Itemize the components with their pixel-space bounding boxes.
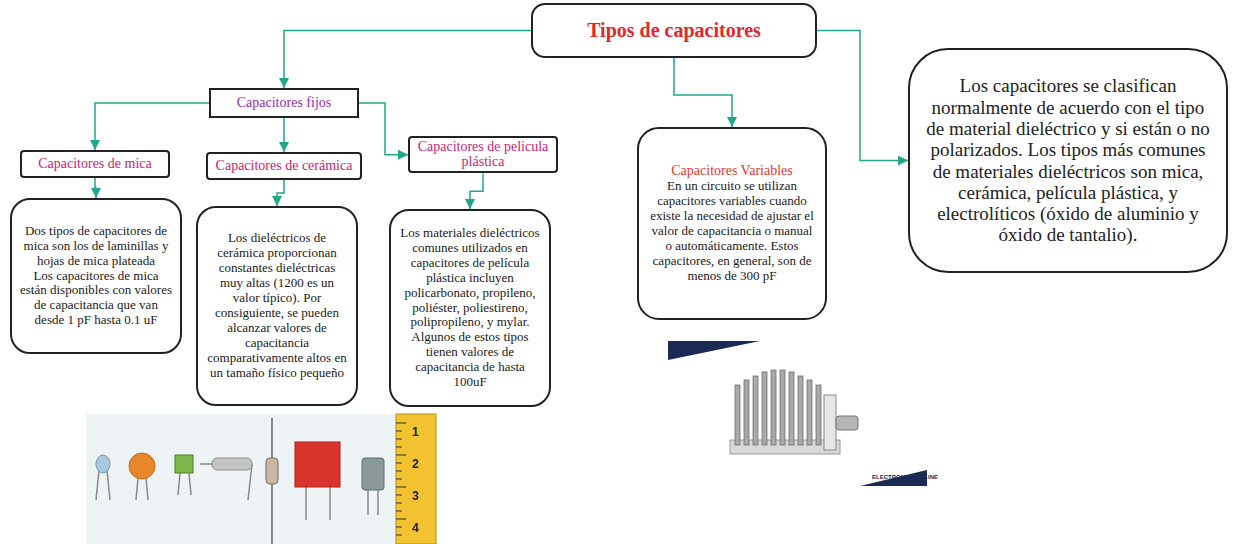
plate [807,380,812,445]
box-text: Tipos de capacitores [543,19,805,42]
box-text: Los capacitores de mica están disponible… [20,269,172,329]
variable-box: Capacitores VariablesEn un circuito se u… [637,127,827,320]
lead-wire [200,463,212,465]
description-box: Los dieléctricos de cerámica proporciona… [196,206,358,406]
plate [744,380,749,445]
lead-wire [189,473,191,495]
box-text: Capacitores fijos [217,95,351,111]
ruler-number: 3 [412,489,419,503]
plate [771,370,776,445]
ruler-number: 2 [412,457,419,471]
ruler-ticks [396,423,406,535]
lead-wire [96,470,99,500]
lead-wire [305,487,307,520]
connector-arrow [95,178,96,198]
plate [780,370,785,445]
variable-capacitor-photo [668,341,927,486]
photo-ground [86,414,436,544]
photo-ground [668,341,927,486]
connector-arrow [277,180,284,206]
plate [789,372,794,445]
box-text: En un circuito se utilizan capacitores v… [649,179,815,284]
electrolytic-capacitor [362,458,384,490]
type-box: Capacitores de mica [20,150,170,178]
ruler-number: 4 [412,521,419,535]
box-text: Los capacitores se clasifican normalment… [926,75,1210,245]
ruler [396,414,436,544]
lead-wire [136,478,138,500]
lead-wire [107,470,110,500]
box-text: Dos tipos de capacitores de mica son los… [20,224,172,269]
type-box: Capacitores de pelicula plástica [408,136,558,173]
capacitors-photo [86,414,436,544]
capacitor-plates [735,370,821,445]
plate [762,372,767,445]
summary-box: Los capacitores se clasifican normalment… [908,48,1228,273]
box-text: Capacitores de mica [28,156,162,172]
film-capacitor [175,455,193,473]
capacitor-shaft [836,416,858,430]
box-text: Capacitores de pelicula plástica [416,140,550,169]
title-box: Tipos de capacitores [531,3,817,58]
plate [753,376,758,445]
ruler-number: 1 [412,425,419,439]
connector-arrow [817,31,908,161]
plate [816,385,821,445]
connector-arrow [95,103,209,150]
connector-arrow [359,103,408,155]
box-text: Los dieléctricos de cerámica proporciona… [206,231,348,380]
box-heading: Capacitores Variables [649,163,815,179]
capacitor-endplate [824,395,836,450]
tubular-capacitor [212,458,252,470]
description-box: Los materiales dieléctricos comunes util… [389,209,551,407]
ceramic-capacitor [129,453,155,479]
lead-wire [367,490,369,515]
category-box: Capacitores fijos [209,88,359,118]
lead-wire [178,473,180,495]
lead-wire [146,478,148,500]
connector-arrow [283,118,285,152]
box-capacitor [295,442,340,487]
connector-arrow [284,31,531,89]
description-box: Dos tipos de capacitores de mica son los… [10,198,182,354]
lead-wire [377,490,379,515]
type-box: Capacitores de cerámica [206,152,362,180]
lead-wire [329,487,331,520]
box-text: Capacitores de cerámica [214,158,354,174]
box-text: Los materiales dieléctricos comunes util… [399,226,541,390]
plate [798,376,803,445]
connector-arrow [674,58,732,127]
photo-corner [668,341,760,360]
connector-arrow [470,173,483,209]
plate [735,385,740,445]
disc-capacitor [96,455,110,473]
axial-capacitor [266,458,278,484]
watermark: ELECTRONICAONLINE [872,474,938,480]
